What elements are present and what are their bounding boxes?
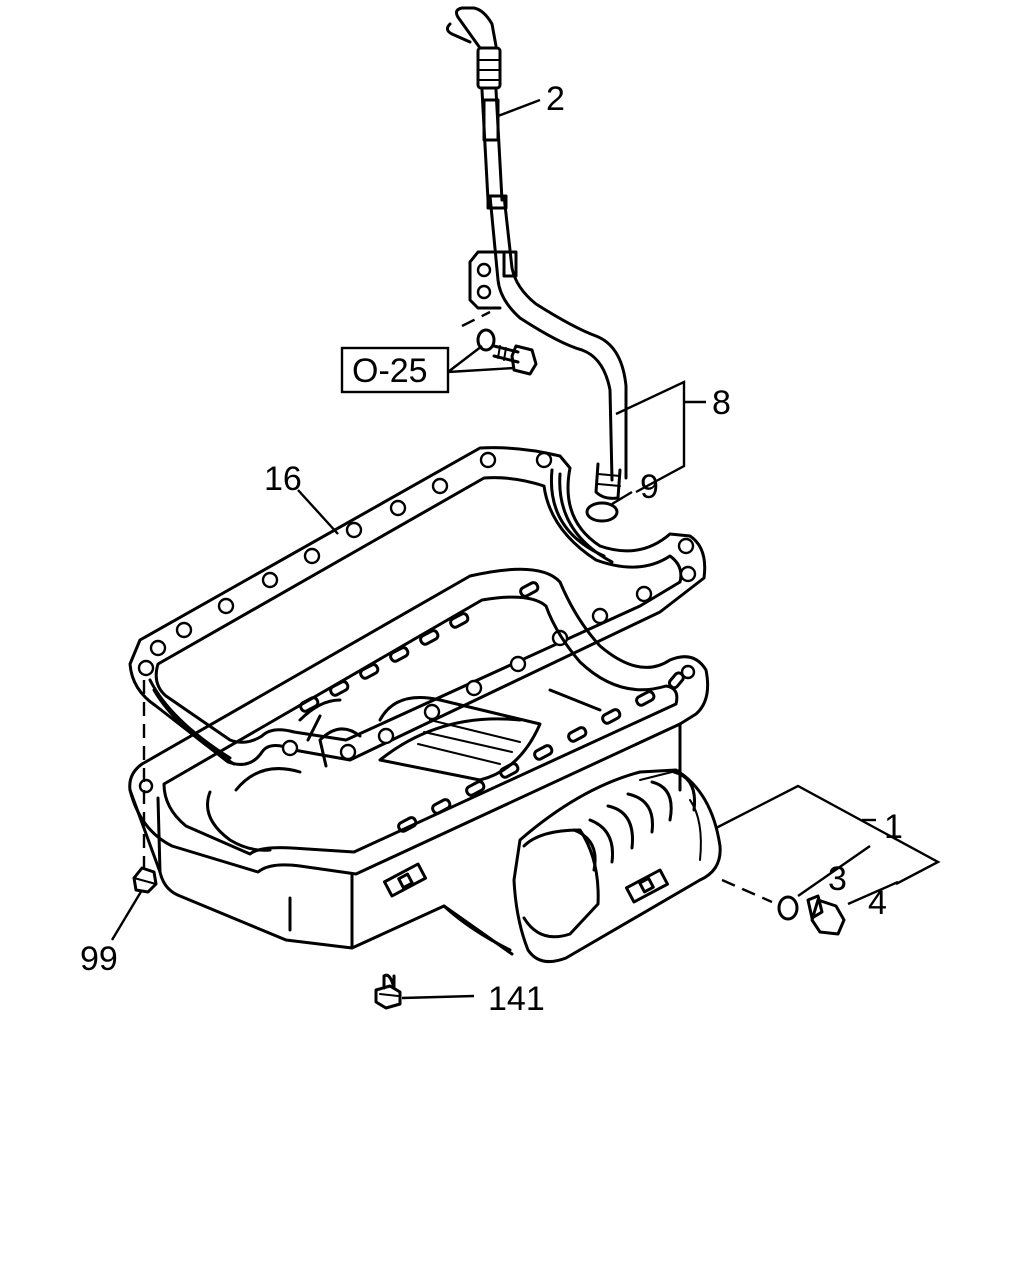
leader-1 (715, 784, 941, 886)
leader-8 (615, 380, 686, 494)
callout-1: 1 (884, 808, 903, 846)
leader-lines (110, 98, 941, 1000)
tube-bracket (468, 250, 506, 310)
reference-label: O-25 (352, 352, 428, 390)
tube-end (594, 462, 622, 500)
dipstick-handle-inner (445, 22, 472, 44)
flange-slots (299, 581, 685, 833)
bolt-141 (374, 973, 402, 1010)
drain-plug (806, 894, 846, 936)
callout-99: 99 (80, 940, 118, 978)
callout-3: 3 (828, 860, 847, 898)
guide-tube-upper (488, 194, 614, 482)
oil-pan-sump (512, 768, 722, 964)
guide-tube (468, 194, 628, 500)
oil-pan-side-wall (156, 722, 682, 956)
leader-2 (497, 98, 541, 118)
leader-99 (110, 889, 144, 941)
drain-washer (777, 895, 799, 921)
reference-box-o25: O-25 (340, 346, 450, 394)
leader-o25 (447, 345, 515, 374)
nut-99 (132, 866, 158, 894)
oil-pan-flange-outer (128, 567, 710, 876)
leader-141 (401, 994, 475, 1000)
leader-16 (297, 489, 339, 535)
oil-pan (128, 567, 722, 964)
callout-2: 2 (546, 80, 565, 118)
callout-9: 9 (640, 468, 659, 506)
oil-pan-flange-inner (162, 595, 679, 856)
dipstick-handle (455, 6, 498, 50)
o-ring (585, 501, 619, 523)
leader-4 (847, 880, 899, 906)
callout-141: 141 (488, 980, 545, 1018)
guide-tube-lower-edge (502, 194, 628, 480)
bracket-bolt (476, 328, 538, 376)
gasket-inner (154, 476, 683, 744)
callout-8: 8 (712, 384, 731, 422)
leader-9 (611, 490, 633, 506)
oil-pan-basin (206, 688, 602, 852)
callout-16: 16 (264, 460, 302, 498)
leader-3 (797, 845, 871, 897)
callout-4: 4 (868, 884, 887, 922)
pan-tag-left (382, 862, 428, 898)
oil-pan-gasket (128, 446, 707, 766)
pan-tag-right (624, 868, 670, 904)
dipstick-assembly (445, 6, 504, 202)
dipstick-cap (476, 46, 502, 90)
